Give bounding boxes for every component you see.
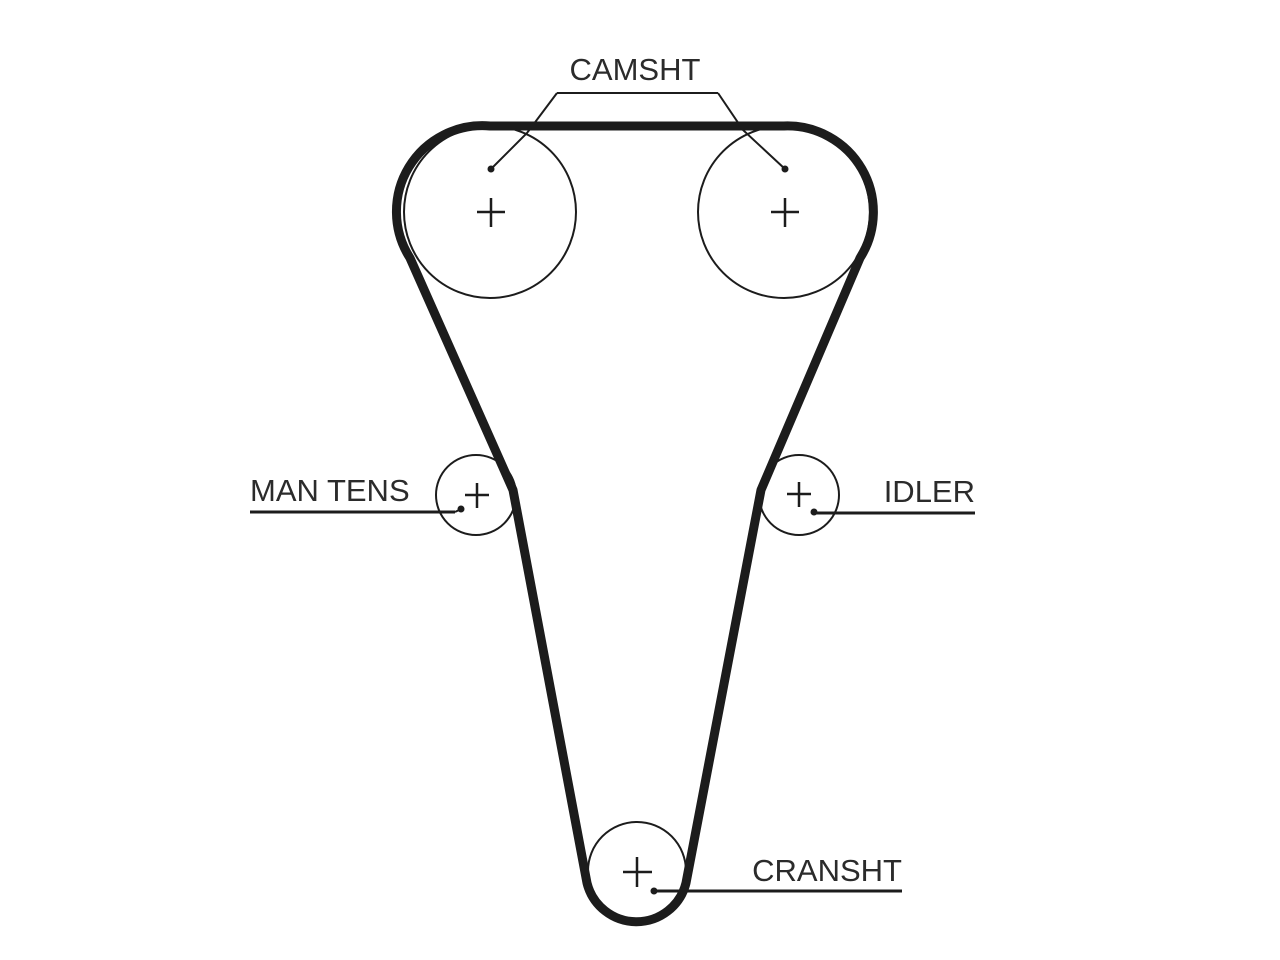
camshaft-leader-left: [490, 92, 558, 170]
timing-belt: [392, 121, 878, 927]
manual-tensioner-leader-dot: [457, 505, 465, 513]
camshaft-right-center-mark: [771, 198, 799, 227]
manual-tensioner-center-mark: [465, 483, 489, 508]
camshaft-right-leader-dot: [781, 165, 789, 173]
manual-tensioner-label: MAN TENS: [250, 473, 410, 508]
crankshaft-leader-dot: [650, 887, 658, 895]
crankshaft-label: CRANSHT: [752, 853, 902, 888]
camshaft-leader-right: [717, 92, 786, 170]
idler-leader-dot: [810, 508, 818, 516]
crankshaft-center-mark: [623, 857, 652, 887]
idler-center-mark: [787, 482, 811, 507]
camshaft-left-leader-dot: [487, 165, 495, 173]
idler-label: IDLER: [884, 474, 975, 509]
camshaft-left-center-mark: [477, 198, 505, 227]
camshaft-label: CAMSHT: [570, 52, 701, 87]
